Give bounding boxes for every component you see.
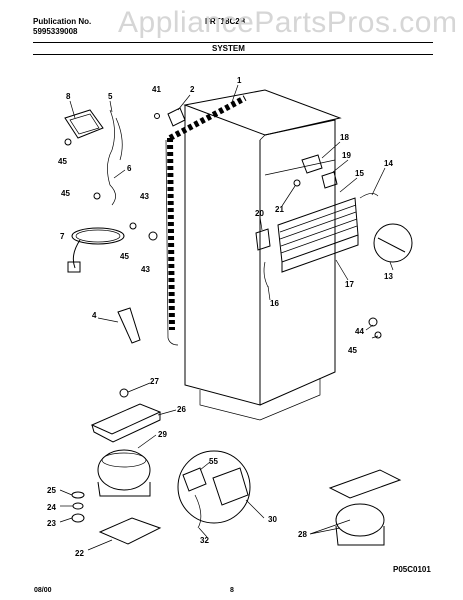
label-part-13: 13 (384, 272, 393, 281)
label-part-6: 6 (127, 164, 132, 173)
label-part-14: 14 (384, 159, 393, 168)
detail-circle-13 (373, 223, 413, 263)
label-part-20: 20 (255, 209, 264, 218)
label-part-43b: 43 (141, 265, 150, 274)
bracket-part-4 (117, 307, 141, 344)
label-part-1: 1 (237, 76, 242, 85)
model-number: FRT18C2B (205, 17, 246, 26)
figure-code: P05C0101 (393, 565, 431, 574)
label-part-23: 23 (47, 519, 56, 528)
label-part-5: 5 (108, 92, 113, 101)
power-cord-part-7 (67, 227, 125, 273)
section-rule (33, 54, 433, 55)
component-part-19 (321, 171, 338, 189)
watermark: AppliancePartsPros.com (118, 6, 458, 39)
grommets (71, 491, 85, 523)
label-part-32: 32 (200, 536, 209, 545)
label-part-16: 16 (270, 299, 279, 308)
label-part-21: 21 (275, 205, 284, 214)
label-part-7: 7 (60, 232, 65, 241)
gasket-strip (165, 95, 247, 346)
label-part-28: 28 (298, 530, 307, 539)
condenser-coil (277, 193, 379, 273)
label-part-17: 17 (345, 280, 354, 289)
leader-lines (59, 84, 394, 551)
label-part-24: 24 (47, 503, 56, 512)
label-part-45a: 45 (58, 157, 67, 166)
cover-part-8 (64, 109, 104, 139)
label-part-45b: 45 (61, 189, 70, 198)
label-part-18: 18 (340, 133, 349, 142)
footer-date: 08/00 (34, 587, 52, 594)
label-part-22: 22 (75, 549, 84, 558)
section-title: SYSTEM (212, 44, 245, 53)
label-part-4: 4 (92, 311, 97, 320)
compressor-part-28 (328, 469, 402, 546)
label-part-25: 25 (47, 486, 56, 495)
label-part-45c: 45 (120, 252, 129, 261)
relay-detail (177, 450, 251, 529)
header-rule (33, 42, 433, 43)
publication-number: 5995339008 (33, 27, 78, 36)
label-part-30: 30 (268, 515, 277, 524)
wiring-harness (107, 109, 116, 206)
compressor-part-29 (97, 449, 151, 497)
base-bracket-part-22 (98, 517, 162, 545)
label-part-8: 8 (66, 92, 71, 101)
page-number: 8 (230, 587, 234, 594)
label-part-29: 29 (158, 430, 167, 439)
tube-part-16 (263, 261, 269, 288)
bracket-part-2 (167, 107, 186, 127)
drain-pan-part-26 (90, 403, 162, 443)
label-part-41: 41 (152, 85, 161, 94)
label-part-27: 27 (150, 377, 159, 386)
label-part-44: 44 (355, 327, 364, 336)
label-part-15: 15 (355, 169, 364, 178)
publication-label: Publication No. (33, 17, 92, 26)
label-part-43a: 43 (140, 192, 149, 201)
relay-part-18 (301, 154, 323, 174)
component-part-20 (255, 228, 271, 251)
label-part-26: 26 (177, 405, 186, 414)
label-part-55: 55 (209, 457, 218, 466)
label-part-2: 2 (190, 85, 195, 94)
part-labels: 1 2 4 5 6 7 8 13 14 15 16 17 18 19 20 21… (47, 76, 393, 558)
cabinet (183, 89, 342, 421)
label-part-19: 19 (342, 151, 351, 160)
fasteners (64, 113, 382, 398)
label-part-45d: 45 (348, 346, 357, 355)
